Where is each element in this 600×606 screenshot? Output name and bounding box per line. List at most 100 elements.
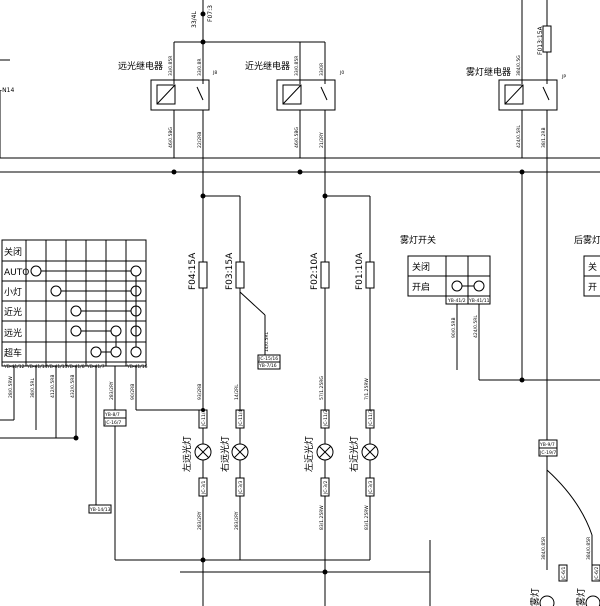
svg-text:YB-8/7: YB-8/7	[104, 412, 120, 418]
svg-text:YB-7/16: YB-7/16	[258, 363, 277, 369]
high-beam-relay	[150, 79, 210, 111]
svg-text:93/2RB: 93/2RB	[197, 384, 203, 400]
f07-label: F07:3	[207, 5, 214, 22]
fuse-f04-label: F04:15A	[188, 252, 198, 290]
svg-text:超车: 超车	[4, 347, 22, 359]
svg-text:33/0R: 33/0R	[319, 63, 325, 76]
high-relay-label: 远光继电器	[118, 60, 163, 72]
svg-text:22/2RB: 22/2RB	[197, 132, 203, 148]
svg-text:432/0.5RB: 432/0.5RB	[70, 375, 76, 398]
svg-text:近光: 近光	[4, 306, 22, 318]
lamp-left-low: JC-11/2 JC-3/2 左近光灯 83/1.25RW	[303, 409, 334, 606]
svg-text:右远光灯: 右远光灯	[219, 436, 231, 472]
svg-text:JC-16/7: JC-16/7	[104, 420, 121, 426]
svg-text:7/1.25RW: 7/1.25RW	[364, 378, 370, 400]
low-relay-id: J0	[339, 70, 344, 76]
fuse-f01-label: F01:10A	[355, 252, 365, 290]
svg-text:90/2RB: 90/2RB	[130, 384, 136, 400]
svg-text:283/2RY: 283/2RY	[234, 511, 240, 530]
lamp-right-low: JC-11/3 JC-3/3 右近光灯 83/1.25RW	[348, 409, 379, 560]
svg-text:YB-41/16: YB-41/16	[126, 364, 148, 370]
svg-text:左远光灯: 左远光灯	[181, 436, 193, 472]
fuse-f04	[198, 261, 208, 289]
svg-text:左近光灯: 左近光灯	[303, 436, 315, 472]
svg-text:46/0.5BG: 46/0.5BG	[294, 127, 300, 148]
svg-text:远光: 远光	[4, 327, 22, 339]
svg-text:57/1.25RG: 57/1.25RG	[319, 376, 325, 400]
light-switch: 关闭 AUTO 小灯 近光 远光 超车 YB-41/12 YB-41/14 YB…	[1, 239, 148, 370]
svg-text:JC-11/2: JC-11/2	[323, 410, 329, 427]
svg-text:关闭: 关闭	[4, 246, 22, 258]
svg-text:33/0.85R: 33/0.85R	[294, 56, 300, 76]
svg-text:424/0.5RL: 424/0.5RL	[516, 125, 522, 148]
svg-text:YB-41/14: YB-41/14	[26, 364, 48, 370]
svg-text:关: 关	[588, 261, 597, 273]
svg-text:38/0.5RL: 38/0.5RL	[30, 377, 36, 398]
fog-switch: 关闭 开启 YB-41/2 YB-41/11	[407, 255, 491, 305]
svg-text:384/0.85R: 384/0.85R	[586, 537, 592, 560]
fuse-f02	[320, 261, 330, 289]
fuse-f13	[542, 25, 552, 53]
svg-text:90/0.5RB: 90/0.5RB	[451, 317, 457, 338]
svg-text:YB-41/2: YB-41/2	[447, 298, 466, 304]
n14-label: -N14	[0, 87, 14, 94]
svg-text:右近光灯: 右近光灯	[348, 436, 360, 472]
svg-text:14/0.5RL: 14/0.5RL	[264, 331, 270, 352]
svg-text:38/1.2RB: 38/1.2RB	[541, 127, 547, 148]
svg-text:开: 开	[588, 282, 597, 293]
svg-text:JC-3/1: JC-3/1	[201, 481, 207, 495]
fuse-f01	[365, 261, 375, 289]
svg-text:283/2RY: 283/2RY	[109, 381, 115, 400]
svg-text:JC-15/16: JC-15/16	[258, 356, 278, 362]
fog-relay	[498, 79, 558, 111]
high-relay-id: J8	[212, 70, 217, 76]
svg-text:28/0.5RW: 28/0.5RW	[8, 376, 14, 398]
relay-coil	[282, 84, 302, 105]
svg-text:小灯: 小灯	[4, 287, 22, 298]
fuse-f13-label: F013:15A	[537, 25, 544, 55]
svg-text:14/2RL: 14/2RL	[234, 384, 240, 400]
fuse-f03-label: F03:15A	[225, 252, 235, 290]
svg-text:424/0.5RL: 424/0.5RL	[473, 315, 479, 338]
svg-text:33/0.85R: 33/0.85R	[168, 56, 174, 76]
svg-text:JC-3/3: JC-3/3	[368, 481, 374, 495]
svg-text:83/1.25RW: 83/1.25RW	[319, 505, 325, 530]
svg-text:雾灯: 雾灯	[530, 588, 541, 606]
svg-text:YB-41/11: YB-41/11	[468, 298, 490, 304]
svg-text:雾灯: 雾灯	[576, 588, 587, 606]
fuse-f02-label: F02:10A	[310, 252, 320, 290]
svg-text:YB-41/7: YB-41/7	[86, 364, 105, 370]
svg-text:AUTO: AUTO	[4, 268, 29, 278]
fog-lamp-right	[585, 595, 600, 606]
svg-text:JC-3/3: JC-3/3	[238, 481, 244, 495]
svg-text:46/0.5BG: 46/0.5BG	[168, 127, 174, 148]
svg-text:21/2RY: 21/2RY	[319, 132, 325, 148]
junction	[200, 11, 206, 17]
svg-text:YB-41/13: YB-41/13	[46, 364, 68, 370]
svg-text:YB-14/13: YB-14/13	[89, 507, 111, 513]
svg-text:YB-9/7: YB-9/7	[539, 442, 555, 448]
fog-relay-label: 雾灯继电器	[466, 66, 511, 78]
relay-coil	[504, 84, 524, 105]
wire-label: 33/4L	[191, 11, 198, 28]
svg-text:JC-6/2: JC-6/2	[594, 567, 600, 581]
svg-text:YB-41/8: YB-41/8	[66, 364, 85, 370]
rear-fog-switch-label: 后雾灯	[574, 235, 600, 246]
fog-lamp-left	[539, 595, 555, 606]
svg-text:JC-11/4: JC-11/4	[238, 410, 244, 427]
low-beam-relay	[276, 79, 336, 111]
svg-text:JC-11/4: JC-11/4	[201, 410, 207, 427]
fog-relay-id: JP	[561, 74, 566, 80]
svg-text:JC-11/3: JC-11/3	[368, 410, 374, 427]
relay-coil	[156, 84, 176, 105]
svg-text:384/0.85R: 384/0.85R	[541, 537, 547, 560]
fuse-f03	[235, 261, 245, 289]
svg-text:关闭: 关闭	[412, 261, 430, 273]
svg-text:283/2RY: 283/2RY	[197, 511, 203, 530]
svg-text:33/0.8R: 33/0.8R	[197, 58, 203, 76]
svg-text:412/0.5RB: 412/0.5RB	[50, 375, 56, 398]
low-relay-label: 近光继电器	[245, 60, 290, 72]
svg-text:JC-19/7: JC-19/7	[539, 450, 556, 456]
svg-text:JC-6/1: JC-6/1	[561, 567, 567, 581]
